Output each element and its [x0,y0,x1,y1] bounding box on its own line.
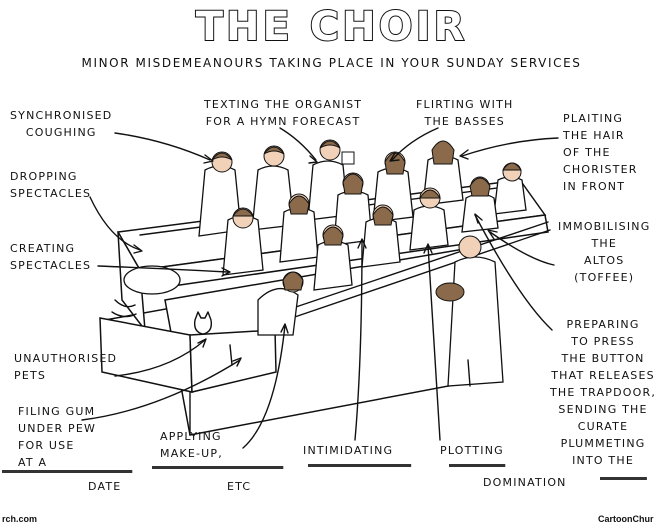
label-preparing-button: PREPARING TO PRESS THE BUTTON THAT RELEA… [550,318,657,467]
label-synchronised-coughing: SYNCHRONISED COUGHING [10,109,113,139]
label-flirting-basses: FLIRTING WITH THE BASSES [416,98,514,128]
label-plotting: PLOTTING [440,444,504,457]
label-dropping-spectacles: DROPPING SPECTACLES [10,170,92,200]
label-domination: DOMINATION [483,476,567,489]
label-creating-spectacles: CREATING SPECTACLES [10,242,92,272]
label-immobilising-altos: IMMOBILISING THE ALTOS (TOFFEE) [558,220,651,284]
choristers [111,139,527,336]
label-intimidating: INTIMIDATING [303,444,394,457]
label-plaiting-hair: PLAITING THE HAIR OF THE CHORISTER IN FR… [563,112,638,193]
arrow-icon [81,127,559,449]
label-filing-gum: FILING GUM UNDER PEW FOR USE AT A [18,405,97,469]
label-unauthorised-pets: UNAUTHORISED PETS [14,352,118,382]
label-texting-organist: TEXTING THE ORGANIST FOR A HYMN FORECAST [204,98,363,128]
label-etc: ETC [227,480,252,493]
scribble-crossed-out: ~~~~~~~ ~~~~~~ [2,466,133,477]
footer-site-left: rch.com [2,514,38,524]
scribble-crossed-out: ~~~~~~~~~~~ [308,460,412,471]
cartoon-subtitle: MINOR MISDEMEANOURS TAKING PLACE IN YOUR… [81,56,582,70]
cartoon-title: THE CHOIR [195,3,468,51]
scribble-crossed-out: ~~~~~~ [449,460,506,471]
scribble-crossed-out: ~~~~~ [600,473,647,484]
curate-figure-icon [435,235,504,387]
label-applying-makeup: APPLYING MAKE-UP, [160,430,223,460]
cat-icon [193,311,213,335]
scribble-crossed-out: ~~~~~~~~~~~~~~ [152,462,284,473]
label-date: DATE [88,480,122,493]
footer-site-right: CartoonChur [598,514,654,524]
